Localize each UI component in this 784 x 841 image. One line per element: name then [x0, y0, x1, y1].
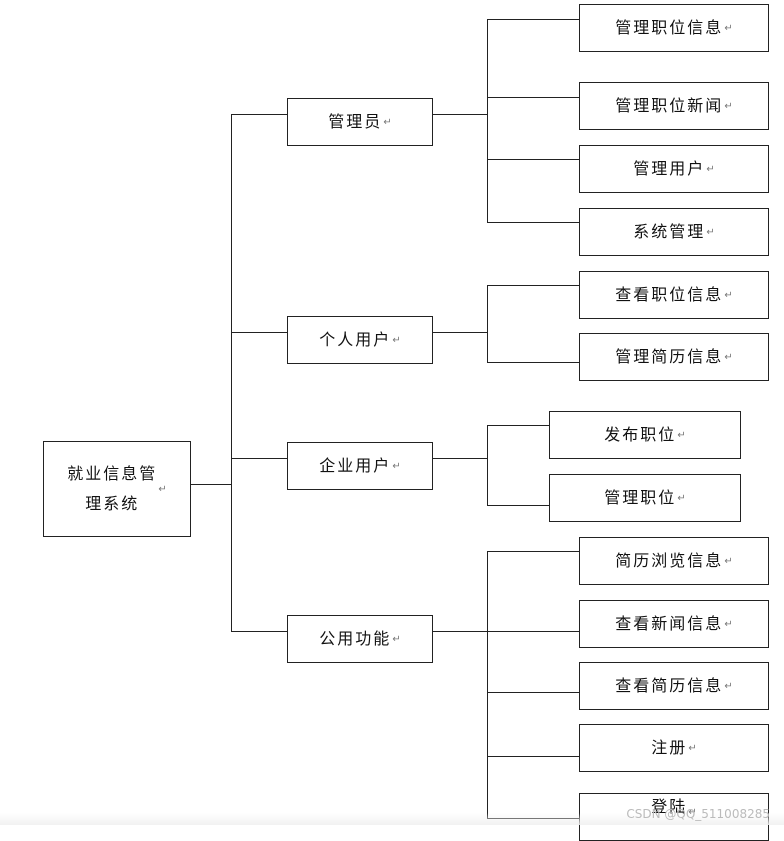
paragraph-mark-icon: ↵	[677, 492, 686, 504]
group-node-personal: 个人用户↵	[287, 316, 433, 364]
paragraph-mark-icon: ↵	[724, 618, 733, 630]
leaf-node: 管理用户↵	[579, 145, 769, 193]
paragraph-mark-icon: ↵	[724, 289, 733, 301]
group-spine	[487, 551, 488, 819]
leaf-label: 管理职位信息	[615, 17, 724, 37]
branch-line	[231, 458, 287, 459]
leaf-label: 系统管理	[633, 221, 706, 241]
group-spine	[487, 425, 488, 505]
branch-line	[433, 114, 487, 115]
branch-line	[487, 285, 579, 286]
branch-line	[433, 332, 487, 333]
branch-line	[433, 631, 487, 632]
branch-line	[487, 425, 549, 426]
leaf-label: 管理简历信息	[615, 346, 724, 366]
leaf-node: 注册↵	[579, 724, 769, 772]
paragraph-mark-icon: ↵	[677, 429, 686, 441]
group-label: 管理员	[328, 111, 383, 131]
leaf-label: 查看职位信息	[615, 284, 724, 304]
leaf-node: 系统管理↵	[579, 208, 769, 256]
paragraph-mark-icon: ↵	[724, 100, 733, 112]
group-label: 公用功能	[319, 628, 392, 648]
paragraph-mark-icon: ↵	[392, 633, 401, 645]
paragraph-mark-icon: ↵	[706, 226, 715, 238]
leaf-label: 简历浏览信息	[615, 550, 724, 570]
branch-line	[231, 631, 287, 632]
leaf-node: 查看职位信息↵	[579, 271, 769, 319]
leaf-node: 管理职位↵	[549, 474, 741, 522]
branch-line	[487, 19, 579, 20]
paragraph-mark-icon: ↵	[383, 116, 392, 128]
branch-line	[231, 332, 287, 333]
paragraph-mark-icon: ↵	[688, 742, 697, 754]
paragraph-mark-icon: ↵	[392, 460, 401, 472]
branch-line	[487, 551, 579, 552]
branch-line	[433, 458, 487, 459]
branch-line	[487, 756, 579, 757]
leaf-label: 注册	[651, 737, 688, 757]
leaf-label: 发布职位	[604, 424, 677, 444]
branch-line	[487, 222, 579, 223]
branch-line	[487, 505, 549, 506]
paragraph-mark-icon: ↵	[724, 680, 733, 692]
bottom-fade	[0, 813, 784, 825]
branch-line	[487, 692, 579, 693]
main-spine	[231, 114, 232, 631]
leaf-label: 查看新闻信息	[615, 613, 724, 633]
leaf-label: 查看简历信息	[615, 675, 724, 695]
group-label: 企业用户	[319, 455, 392, 475]
group-spine	[487, 19, 488, 222]
root-label: 就业信息管 理系统	[67, 463, 158, 513]
leaf-node: 查看新闻信息↵	[579, 600, 769, 648]
leaf-label: 登陆	[651, 796, 688, 816]
paragraph-mark-icon: ↵	[688, 803, 696, 822]
branch-line	[487, 159, 579, 160]
paragraph-mark-icon: ↵	[724, 351, 733, 363]
leaf-node: 管理职位信息↵	[579, 4, 769, 52]
branch-line	[487, 362, 579, 363]
group-node-public: 公用功能↵	[287, 615, 433, 663]
leaf-label: 管理职位	[604, 487, 677, 507]
leaf-label: 管理用户	[633, 158, 706, 178]
group-spine	[487, 285, 488, 363]
group-node-admin: 管理员↵	[287, 98, 433, 146]
leaf-node: 发布职位↵	[549, 411, 741, 459]
root-node: 就业信息管 理系统↵	[43, 441, 191, 537]
watermark: CSDN @QQ_511008285	[626, 807, 770, 821]
group-node-enterprise: 企业用户↵	[287, 442, 433, 490]
leaf-node: 管理职位新闻↵	[579, 82, 769, 130]
branch-line	[231, 114, 287, 115]
leaf-node: 查看简历信息↵	[579, 662, 769, 710]
leaf-node: 管理简历信息↵	[579, 333, 769, 381]
leaf-label: 管理职位新闻	[615, 95, 724, 115]
paragraph-mark-icon: ↵	[392, 334, 401, 346]
root-connector	[191, 484, 232, 485]
paragraph-mark-icon: ↵	[158, 483, 167, 495]
paragraph-mark-icon: ↵	[724, 555, 733, 567]
paragraph-mark-icon: ↵	[706, 163, 715, 175]
group-label: 个人用户	[319, 329, 392, 349]
leaf-node: 简历浏览信息↵	[579, 537, 769, 585]
branch-line	[487, 631, 579, 632]
branch-line	[487, 97, 579, 98]
paragraph-mark-icon: ↵	[724, 22, 733, 34]
